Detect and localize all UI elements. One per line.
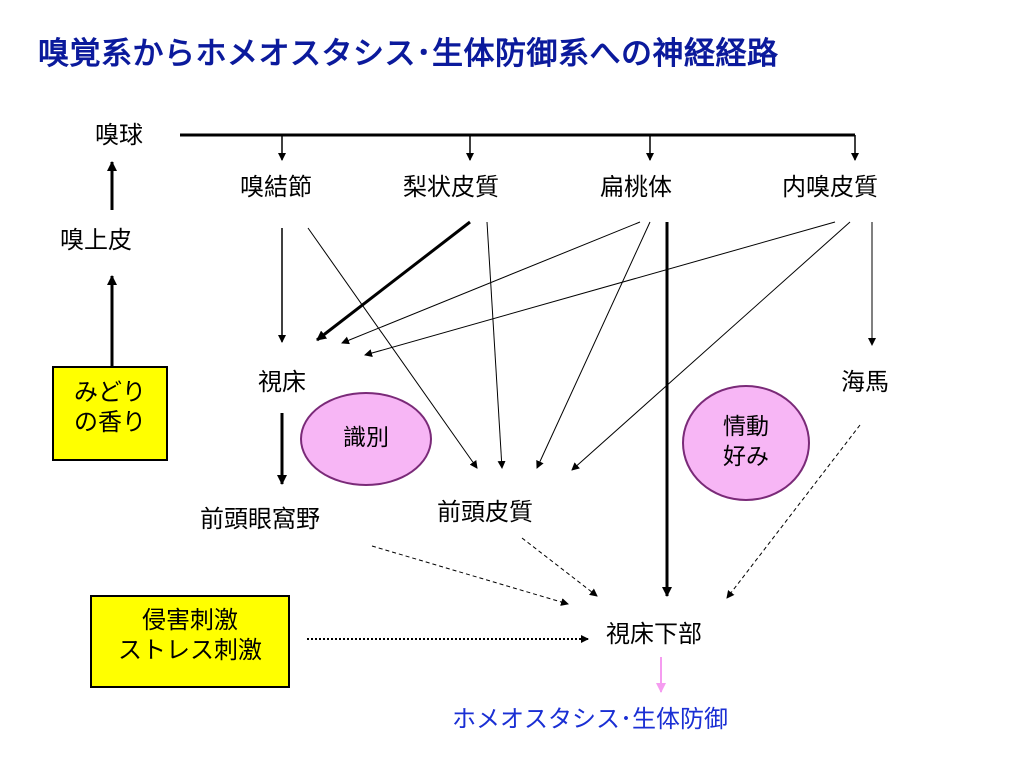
homeostasis-defense-label: ホメオスタシス･生体防御: [452, 705, 728, 733]
node-frontal-cortex: 前頭皮質: [437, 498, 533, 526]
node-olfactory-epithelium: 嗅上皮: [60, 226, 132, 254]
discrimination-ellipse: 識別: [300, 392, 432, 486]
node-hypothalamus: 視床下部: [606, 620, 702, 648]
arrow-amygdala-to-frontal: [536, 221, 651, 469]
node-olfactory-tubercle: 嗅結節: [240, 173, 312, 201]
node-thalamus: 視床: [258, 368, 306, 396]
node-hippocampus: 海馬: [841, 368, 889, 396]
stress-stimulus-box: 侵害刺激 ストレス刺激: [90, 595, 290, 688]
arrow-orbitofrontal-to-hypothalamus: [371, 545, 569, 606]
green-scent-box: みどり の香り: [52, 366, 168, 461]
green-scent-line2: の香り: [74, 408, 146, 436]
node-olfactory-bulb: 嗅球: [95, 121, 143, 149]
arrow-piriform-to-frontal: [486, 221, 506, 469]
emotion-label: 情動: [723, 414, 769, 441]
green-scent-line1: みどり: [74, 378, 146, 406]
discrimination-label: 識別: [343, 425, 389, 452]
node-piriform-cortex: 梨状皮質: [403, 173, 499, 201]
preference-label: 好み: [723, 444, 769, 470]
node-orbitofrontal-cortex: 前頭眼窩野: [200, 505, 320, 533]
arrow-hippocampus-to-hypothalamus: [726, 424, 861, 599]
arrow-piriform-to-thalamus: [316, 220, 471, 342]
page-title: 嗅覚系からホメオスタシス･生体防御系への神経経路: [38, 36, 779, 72]
node-amygdala: 扁桃体: [600, 173, 672, 201]
node-entorhinal-cortex: 内嗅皮質: [782, 173, 878, 201]
arrow-tubercle-to-frontal: [307, 227, 478, 469]
emotion-preference-ellipse: 情動 好み: [682, 385, 810, 501]
stress-line2: ストレス刺激: [118, 636, 262, 664]
arrow-amygdala-to-thalamus: [341, 221, 641, 345]
arrow-entorhinal-to-frontal: [571, 221, 851, 471]
arrow-entorhinal-to-thalamus: [364, 221, 836, 357]
stress-line1: 侵害刺激: [142, 606, 238, 634]
arrow-frontal-to-hypothalamus: [521, 537, 598, 597]
